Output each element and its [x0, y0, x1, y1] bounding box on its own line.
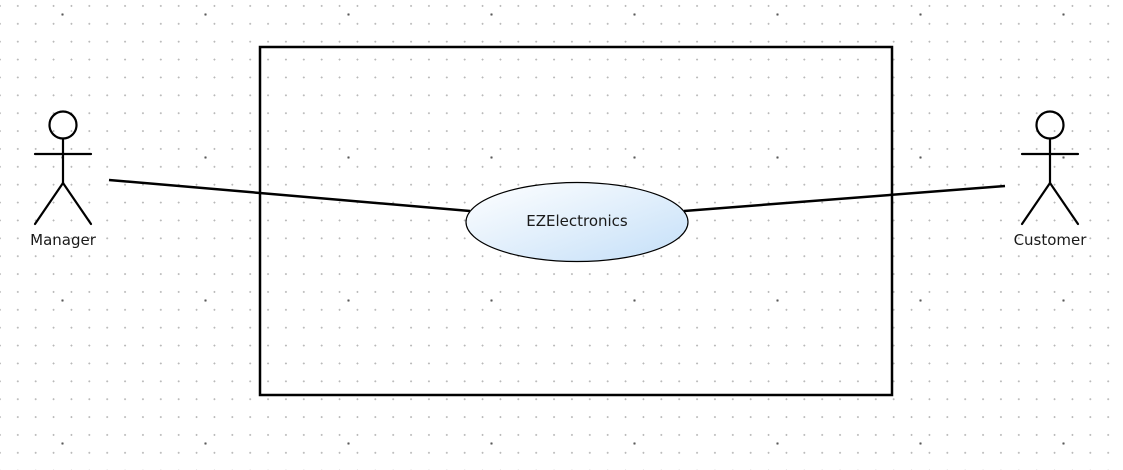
actor-customer-figure[interactable] — [1020, 110, 1080, 226]
actor-manager-figure[interactable] — [33, 110, 93, 226]
actor-manager-head — [48, 110, 78, 140]
actor-manager-leg-left — [33, 181, 65, 226]
use-case-label: EZElectronics — [526, 212, 628, 230]
actor-customer-leg-left — [1020, 181, 1052, 226]
actor-manager-leg-right — [61, 181, 93, 226]
actor-manager-label: Manager — [30, 231, 96, 249]
actor-customer-leg-right — [1048, 181, 1080, 226]
association-customer-ezelectronics[interactable] — [683, 184, 1006, 213]
system-boundary[interactable] — [258, 45, 894, 397]
association-manager-ezelectronics[interactable] — [108, 178, 471, 213]
actor-customer-label: Customer — [1013, 231, 1087, 249]
actor-customer-head — [1035, 110, 1065, 140]
use-case-ezelectronics[interactable] — [465, 181, 689, 263]
